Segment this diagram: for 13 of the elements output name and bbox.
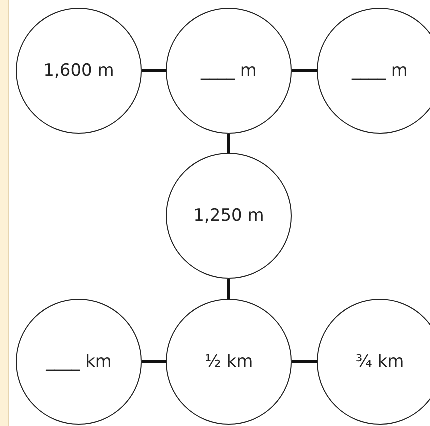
distance-label: ¾ km xyxy=(356,352,404,372)
connector-line xyxy=(228,279,230,299)
distance-label: ____ m xyxy=(352,61,408,81)
distance-label: ____ m xyxy=(201,61,257,81)
connector-line xyxy=(142,70,166,72)
connector-line xyxy=(292,360,317,364)
distance-label: 1,250 m xyxy=(194,206,264,226)
connector-line xyxy=(292,70,317,72)
distance-label: 1,600 m xyxy=(44,61,114,81)
distance-label: ½ km xyxy=(204,352,254,372)
connector-line xyxy=(142,360,166,364)
connector-line xyxy=(228,134,230,153)
distance-label: ____ km xyxy=(46,352,112,372)
